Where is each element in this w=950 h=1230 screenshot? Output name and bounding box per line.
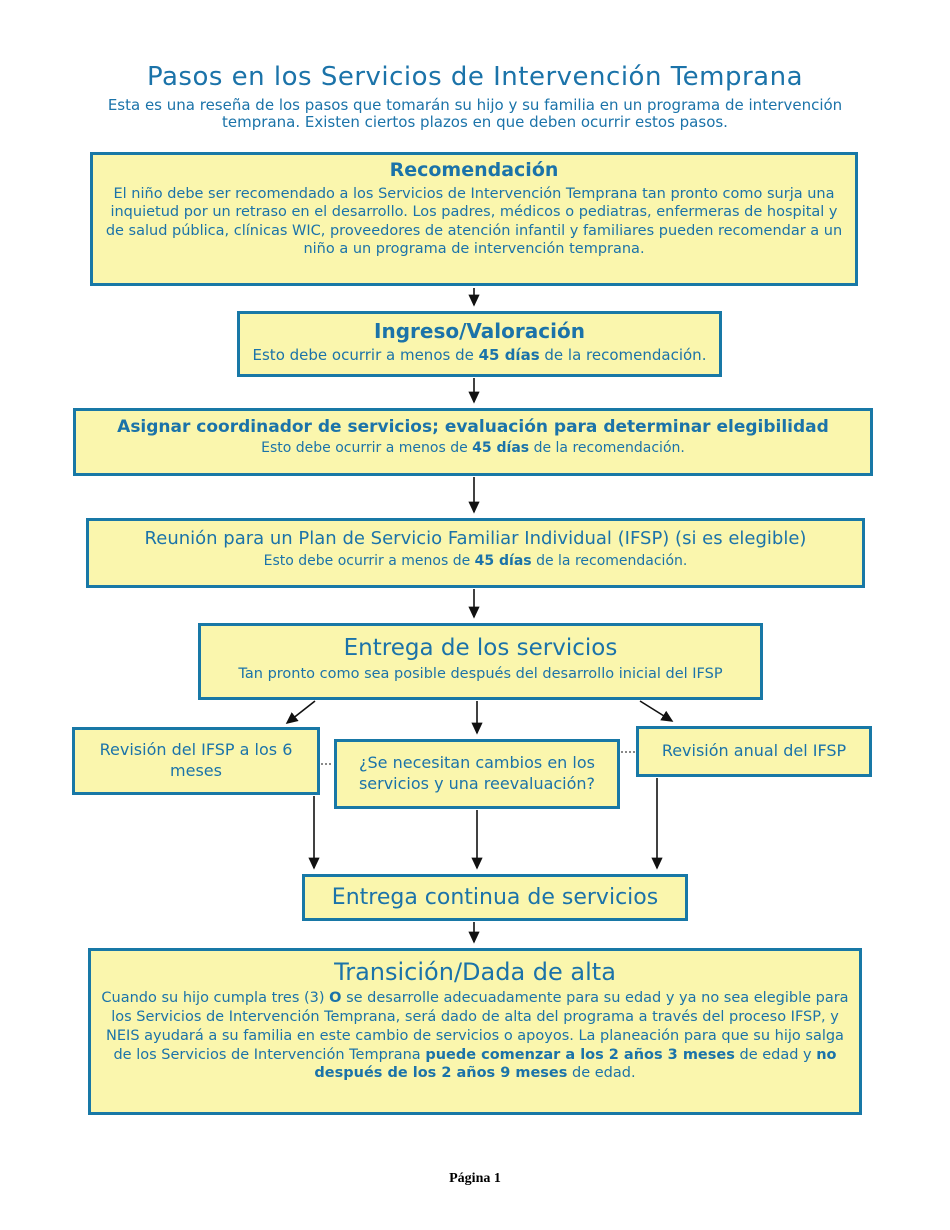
box-transicion-dada-de-alta: Transición/Dada de alta Cuando su hijo c… bbox=[88, 948, 862, 1115]
box-entrega-servicios: Entrega de los servicios Tan pronto como… bbox=[198, 623, 763, 700]
box-transicion-body: Cuando su hijo cumpla tres (3) O se desa… bbox=[101, 990, 849, 1082]
box-recomendacion-body: El niño debe ser recomendado a los Servi… bbox=[105, 185, 843, 258]
box-reunion-body: Esto debe ocurrir a menos de 45 días de … bbox=[263, 552, 688, 569]
box-cambios-reevaluacion: ¿Se necesitan cambios en los servicios y… bbox=[334, 739, 620, 809]
page-subtitle: Esta es una reseña de los pasos que toma… bbox=[107, 96, 843, 131]
box-reunion-ifsp: Reunión para un Plan de Servicio Familia… bbox=[86, 518, 865, 588]
box-reunion-title: Reunión para un Plan de Servicio Familia… bbox=[144, 528, 807, 549]
box-entrega-title: Entrega de los servicios bbox=[343, 635, 618, 661]
box-asignar-body: Esto debe ocurrir a menos de 45 días de … bbox=[261, 440, 685, 457]
box-transicion-title: Transición/Dada de alta bbox=[334, 958, 616, 986]
arrow-entrega-to-revision-anual bbox=[639, 700, 674, 722]
box-ingreso-title: Ingreso/Valoración bbox=[374, 319, 585, 343]
box-revision-6-meses: Revisión del IFSP a los 6 meses bbox=[72, 727, 320, 795]
box-asignar-coordinador: Asignar coordinador de servicios; evalua… bbox=[73, 408, 873, 476]
box-revision-anual-label: Revisión anual del IFSP bbox=[661, 741, 847, 761]
box-recomendacion: Recomendación El niño debe ser recomenda… bbox=[90, 152, 858, 286]
box-asignar-title: Asignar coordinador de servicios; evalua… bbox=[117, 417, 829, 437]
box-cambios-label: ¿Se necesitan cambios en los servicios y… bbox=[358, 753, 596, 793]
page-title: Pasos en los Servicios de Intervención T… bbox=[146, 62, 804, 92]
box-revision-anual: Revisión anual del IFSP bbox=[636, 726, 872, 777]
page-number: Página 1 bbox=[449, 1171, 501, 1186]
box-entrega-continua: Entrega continua de servicios bbox=[302, 874, 688, 921]
box-recomendacion-title: Recomendación bbox=[389, 159, 559, 181]
box-revision-6-meses-label: Revisión del IFSP a los 6 meses bbox=[99, 740, 293, 780]
box-ingreso-body: Esto debe ocurrir a menos de 45 días de … bbox=[252, 346, 707, 364]
box-entrega-continua-title: Entrega continua de servicios bbox=[331, 885, 659, 910]
box-entrega-body: Tan pronto como sea posible después del … bbox=[238, 665, 723, 682]
box-ingreso-valoracion: Ingreso/Valoración Esto debe ocurrir a m… bbox=[237, 311, 722, 377]
arrow-entrega-to-revision6 bbox=[285, 700, 316, 724]
